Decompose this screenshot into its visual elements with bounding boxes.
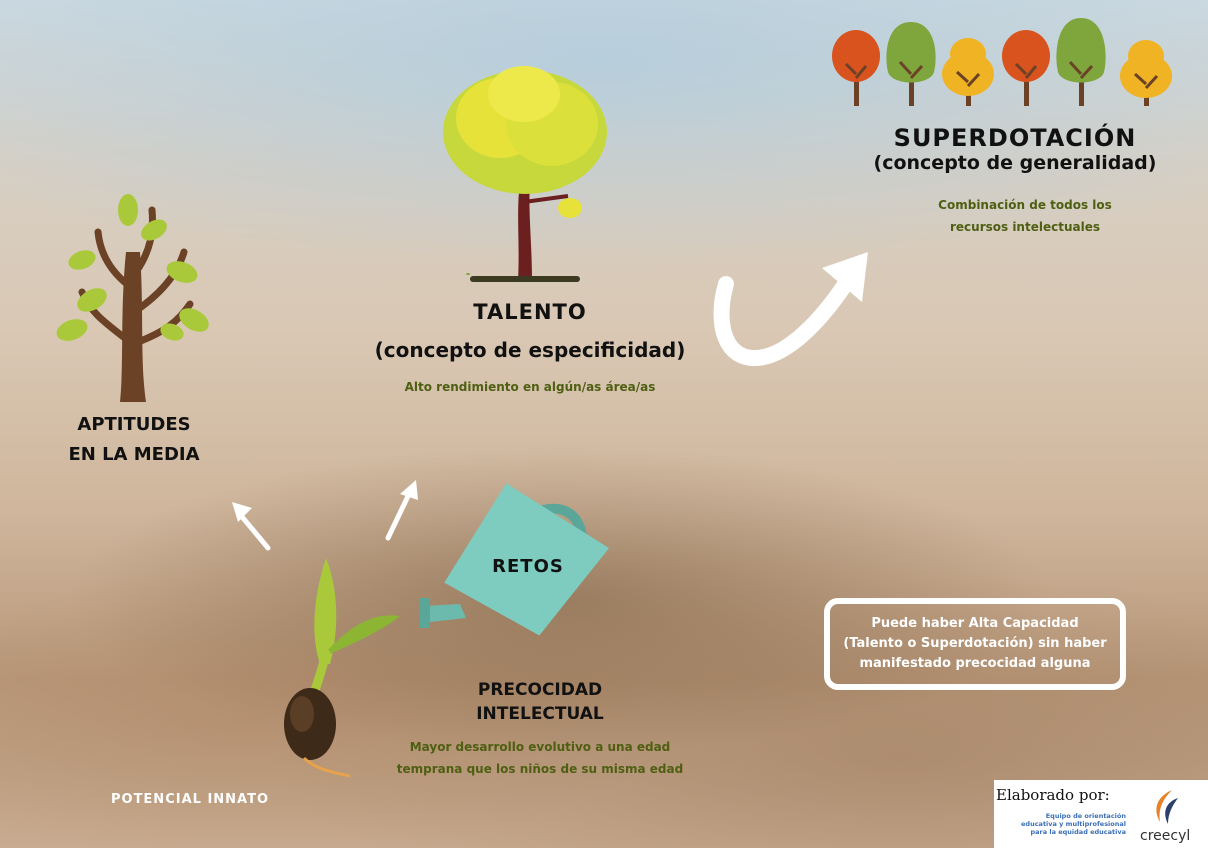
sapling-tree-icon xyxy=(56,194,209,402)
note-line3: manifestado precocidad alguna xyxy=(859,656,1091,671)
watering-can-icon xyxy=(420,483,610,636)
aptitudes-line1: APTITUDES xyxy=(77,414,191,435)
tree-row-icon xyxy=(832,18,1172,106)
credit-brand: creecyl xyxy=(1140,828,1191,844)
note-line1: Puede haber Alta Capacidad xyxy=(871,616,1079,631)
arrow-to-talento-icon xyxy=(385,480,418,541)
precocidad-description-line2: temprana que los niños de su misma edad xyxy=(396,762,684,776)
aptitudes-line2: EN LA MEDIA xyxy=(68,444,200,465)
credit-title: Elaborado por: xyxy=(996,786,1110,804)
green-tree-icon xyxy=(886,22,936,106)
credit-team-line1: Equipo de orientación xyxy=(1045,812,1126,820)
flowering-tree-icon xyxy=(443,66,607,282)
note-line2: (Talento o Superdotación) sin haber xyxy=(843,636,1107,651)
credit-team: Equipo de orientación educativa y multip… xyxy=(996,812,1126,836)
yellow-tree-icon xyxy=(942,38,994,106)
credit-team-line3: para la equidad educativa xyxy=(1030,828,1126,836)
arrow-to-aptitudes-icon xyxy=(232,502,271,551)
note-box: Puede haber Alta Capacidad (Talento o Su… xyxy=(824,598,1126,690)
precocidad-line2: INTELECTUAL xyxy=(476,704,604,724)
superdotacion-description-line2: recursos intelectuales xyxy=(949,220,1100,234)
creecyl-logo-icon xyxy=(1156,790,1178,824)
potencial-innato-label: POTENCIAL INNATO xyxy=(110,792,270,807)
curved-arrow-icon xyxy=(713,252,868,366)
superdotacion-description-line1: Combinación de todos los xyxy=(938,198,1112,212)
talento-title: TALENTO xyxy=(473,300,587,324)
superdotacion-title: SUPERDOTACIÓN xyxy=(893,124,1137,152)
talento-description: Alto rendimiento en algún/as área/as xyxy=(404,380,656,394)
orange-tree-icon xyxy=(1002,30,1050,106)
green-tree-icon xyxy=(1056,18,1106,106)
precocidad-line1: PRECOCIDAD xyxy=(477,680,603,700)
superdotacion-subtitle: (concepto de generalidad) xyxy=(873,152,1157,174)
retos-label: RETOS xyxy=(492,556,564,577)
yellow-tree-icon xyxy=(1120,40,1172,106)
credit-team-line2: educativa y multiprofesional xyxy=(1021,820,1126,828)
precocidad-description-line1: Mayor desarrollo evolutivo a una edad xyxy=(409,740,671,754)
talento-subtitle: (concepto de especificidad) xyxy=(374,338,686,362)
sprout-seed-icon xyxy=(284,558,400,778)
credit-box: Elaborado por: Equipo de orientación edu… xyxy=(994,780,1208,848)
orange-tree-icon xyxy=(832,30,880,106)
